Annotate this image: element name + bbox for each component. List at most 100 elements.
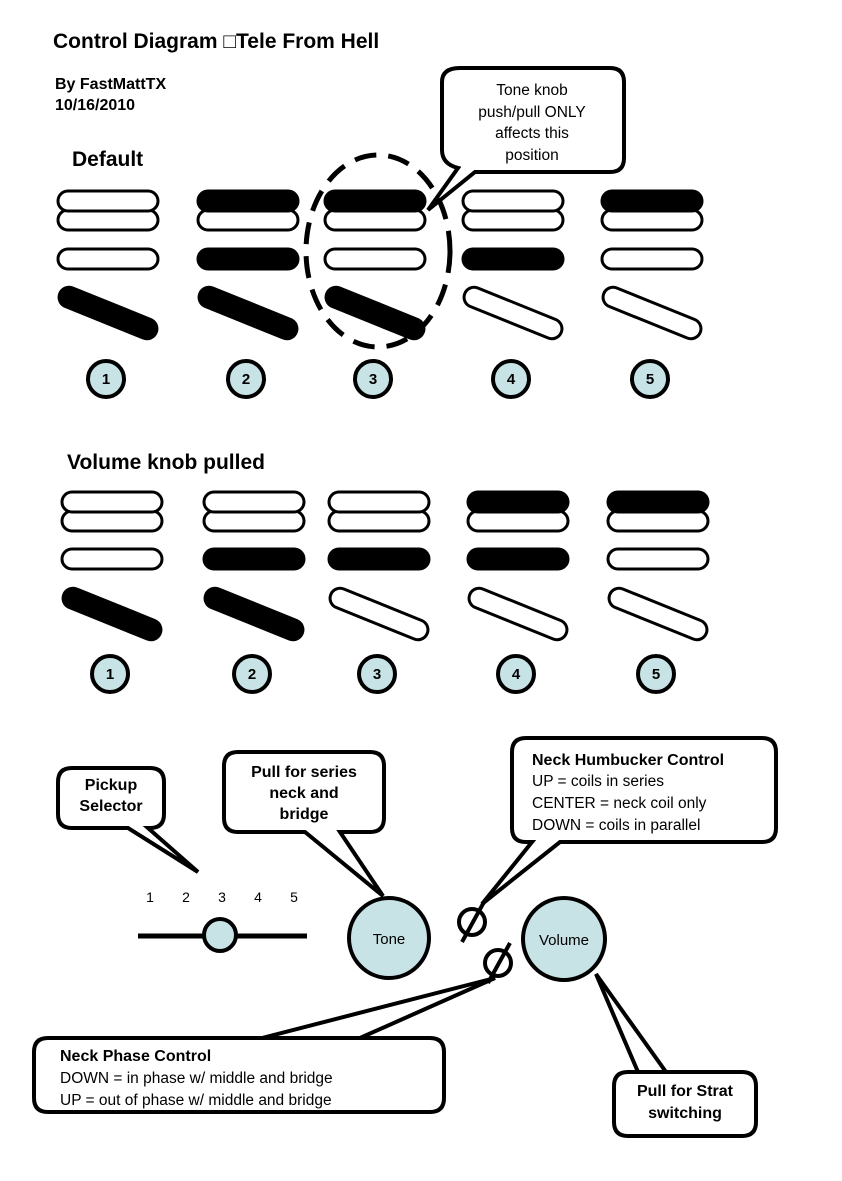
bridge-pickup-active (57, 285, 159, 341)
neck-coil-top-inactive (461, 189, 565, 213)
middle-pickup-active (196, 247, 300, 271)
neck-phase-line-2: UP = out of phase w/ middle and bridge (60, 1092, 332, 1109)
position-volume-pulled-5: 5 (606, 490, 710, 694)
position-number: 2 (248, 666, 256, 683)
tone-control: Pull for series neck and bridge Tone (222, 750, 431, 980)
volume-callout-line-2: switching (648, 1105, 722, 1122)
neck-coil-top-active (600, 189, 704, 213)
position-default-5: 5 (600, 189, 704, 399)
neck-coil-top-active (466, 490, 570, 514)
neck-humbucker-line-1: UP = coils in series (532, 773, 664, 790)
neck-coil-top-active (323, 189, 427, 213)
neck-coil-bottom-inactive (327, 509, 431, 533)
position-default-4: 4 (461, 189, 565, 399)
bridge-pickup-active (61, 586, 163, 642)
selector-lever[interactable] (202, 917, 238, 953)
bridge-pickup-active (203, 586, 305, 642)
position-number-badge (232, 654, 272, 694)
position-number-badge (226, 359, 266, 399)
position-default-3: 3 (323, 189, 427, 399)
section-default-label: Default (72, 148, 143, 171)
author-label: By FastMattTX (55, 76, 166, 93)
tone-knob[interactable] (347, 896, 431, 980)
position-number: 5 (652, 666, 660, 683)
neck-coil-bottom-inactive (600, 208, 704, 232)
middle-pickup-inactive (600, 247, 704, 271)
tone-callout-line-a: Pull for series (251, 764, 357, 781)
tone-callout-line-4: position (505, 147, 558, 164)
position-number: 4 (512, 666, 521, 683)
position-number-badge (630, 359, 670, 399)
position-number-badge (86, 359, 126, 399)
position-number: 3 (373, 666, 381, 683)
diagram-title: Control Diagram □Tele From Hell (53, 30, 379, 53)
neck-coil-bottom-inactive (606, 509, 710, 533)
bridge-pickup-active (324, 285, 426, 341)
position-number-badge (353, 359, 393, 399)
position-number: 2 (242, 371, 250, 388)
neck-coil-bottom-inactive (202, 509, 306, 533)
neck-coil-bottom-inactive (60, 509, 164, 533)
selector-position-5: 5 (290, 889, 298, 905)
tone-position-callout: Tone knob push/pull ONLY affects this po… (426, 66, 626, 212)
position-number-badge (636, 654, 676, 694)
neck-phase-control: Neck Phase Control DOWN = in phase w/ mi… (32, 942, 513, 1114)
volume-callout-line-1: Pull for Strat (637, 1083, 734, 1100)
neck-humbucker-line-2: CENTER = neck coil only (532, 795, 707, 812)
neck-coil-top-inactive (56, 189, 160, 213)
middle-pickup-inactive (56, 247, 160, 271)
pickup-selector: Pickup Selector 1 2 3 4 5 (56, 766, 307, 953)
neck-humbucker-switch[interactable] (457, 901, 487, 943)
position-number-badge (90, 654, 130, 694)
middle-pickup-active (327, 547, 431, 571)
neck-coil-top-inactive (327, 490, 431, 514)
position-volume-pulled-2: 2 (202, 490, 306, 694)
neck-coil-bottom-inactive (466, 509, 570, 533)
bridge-pickup-inactive (328, 586, 430, 642)
position-default-2: 2 (196, 189, 300, 399)
pickup-position-groups: 1 2 3 4 5 1 2 3 4 5 (56, 189, 710, 694)
position-number-badge (491, 359, 531, 399)
section-volume-pulled-label: Volume knob pulled (67, 451, 265, 474)
neck-phase-heading: Neck Phase Control (60, 1048, 211, 1065)
bridge-pickup-inactive (467, 586, 569, 642)
pickup-selector-callout-line-2: Selector (79, 798, 142, 815)
position-default-1: 1 (56, 189, 160, 399)
bridge-pickup-inactive (607, 586, 709, 642)
neck-coil-top-inactive (202, 490, 306, 514)
position-number: 3 (369, 371, 377, 388)
position-number: 4 (507, 371, 516, 388)
tone-knob-label: Tone (373, 931, 406, 948)
tone-callout-line-1: Tone knob (496, 82, 568, 99)
neck-coil-top-active (196, 189, 300, 213)
position-volume-pulled-1: 1 (60, 490, 164, 694)
neck-coil-top-inactive (60, 490, 164, 514)
selector-position-4: 4 (254, 889, 262, 905)
position-number: 1 (102, 371, 110, 388)
neck-humbucker-heading: Neck Humbucker Control (532, 752, 724, 769)
neck-phase-line-1: DOWN = in phase w/ middle and bridge (60, 1070, 333, 1087)
bridge-pickup-inactive (601, 285, 703, 341)
middle-pickup-inactive (606, 547, 710, 571)
middle-pickup-active (202, 547, 306, 571)
bridge-pickup-inactive (462, 285, 564, 341)
date-label: 10/16/2010 (55, 97, 135, 114)
tone-affected-highlight (303, 152, 453, 350)
neck-humbucker-line-3: DOWN = coils in parallel (532, 817, 700, 834)
position-number: 1 (106, 666, 114, 683)
neck-phase-switch[interactable] (483, 942, 513, 984)
tone-callout-line-2: push/pull ONLY (478, 104, 585, 121)
position-volume-pulled-3: 3 (327, 490, 431, 694)
middle-pickup-inactive (60, 547, 164, 571)
bridge-pickup-active (197, 285, 299, 341)
position-number: 5 (646, 371, 654, 388)
middle-pickup-inactive (323, 247, 427, 271)
volume-knob[interactable] (521, 896, 607, 982)
volume-knob-label: Volume (539, 932, 589, 949)
selector-position-3: 3 (218, 889, 226, 905)
position-number-badge (496, 654, 536, 694)
neck-coil-bottom-inactive (461, 208, 565, 232)
tone-callout-line-b: neck and (269, 785, 338, 802)
position-volume-pulled-4: 4 (466, 490, 570, 694)
